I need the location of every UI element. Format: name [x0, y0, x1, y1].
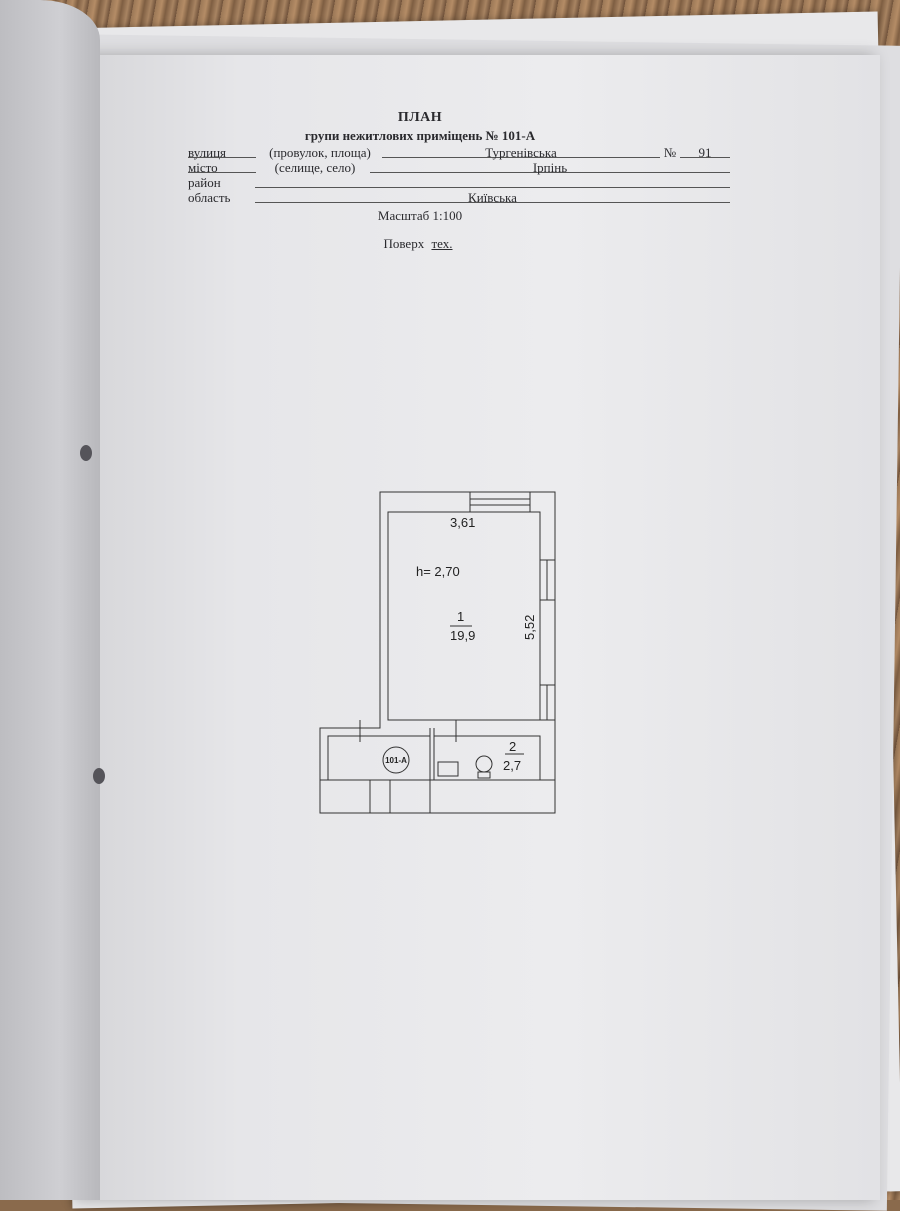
region-row: область Київська — [100, 190, 740, 205]
unit-badge: 101-А — [385, 756, 407, 765]
room-1-area: 19,9 — [450, 628, 475, 643]
toilet-icon — [475, 755, 493, 773]
underline — [370, 160, 730, 173]
floor-value: тех. — [431, 236, 453, 251]
floor-plan-drawing: 3,61 h= 2,70 1 19,9 5,52 2 2,7 101-А — [319, 491, 556, 814]
sink-icon — [437, 761, 459, 777]
floor-label: Поверх — [383, 236, 425, 251]
city-label: місто — [188, 160, 218, 175]
unit-badge-circle — [382, 746, 410, 774]
left-facing-page — [0, 0, 100, 1200]
plan-title: ПЛАН — [397, 110, 443, 125]
underline — [255, 190, 730, 203]
region-value: Київська — [468, 190, 517, 205]
height-label: h= 2,70 — [416, 564, 460, 579]
city-row: місто (селище, село) Ірпінь — [100, 160, 740, 175]
underline — [188, 160, 256, 173]
room-1-number: 1 — [457, 609, 464, 624]
city-hint: (селище, село) — [274, 160, 356, 175]
window — [469, 491, 531, 513]
scale-text: Масштаб 1:100 — [377, 208, 463, 223]
document-header: ПЛАН групи нежитлових приміщень № 101-А … — [100, 110, 740, 252]
underline — [680, 145, 730, 158]
length-dimension: 5,52 — [522, 615, 537, 640]
room-2-outline — [433, 735, 541, 781]
street-value: Тургенівська — [485, 145, 557, 160]
district-label: район — [188, 175, 221, 190]
plan-subtitle: групи нежитлових приміщень № 101-А — [304, 128, 536, 143]
region-label: область — [188, 190, 231, 205]
district-row: район — [100, 175, 740, 190]
outer-wall — [319, 491, 556, 814]
underline — [255, 175, 730, 188]
underline — [382, 145, 660, 158]
street-row: вулиця (провулок, площа) Тургенівська № … — [100, 145, 740, 160]
binder-hole — [93, 768, 105, 784]
corridor-outline — [327, 735, 431, 781]
room-2-number: 2 — [509, 739, 516, 754]
room-2-area: 2,7 — [503, 758, 521, 773]
document-page — [80, 55, 880, 1200]
number-value: 91 — [698, 145, 712, 160]
city-value: Ірпінь — [532, 160, 568, 175]
street-hint: (провулок, площа) — [269, 145, 371, 160]
street-label: вулиця — [188, 145, 227, 160]
binder-hole — [80, 445, 92, 461]
floor-row: Поверх тех. — [100, 236, 740, 252]
number-label: № — [663, 145, 677, 160]
underline — [188, 145, 256, 158]
width-dimension: 3,61 — [450, 515, 475, 530]
